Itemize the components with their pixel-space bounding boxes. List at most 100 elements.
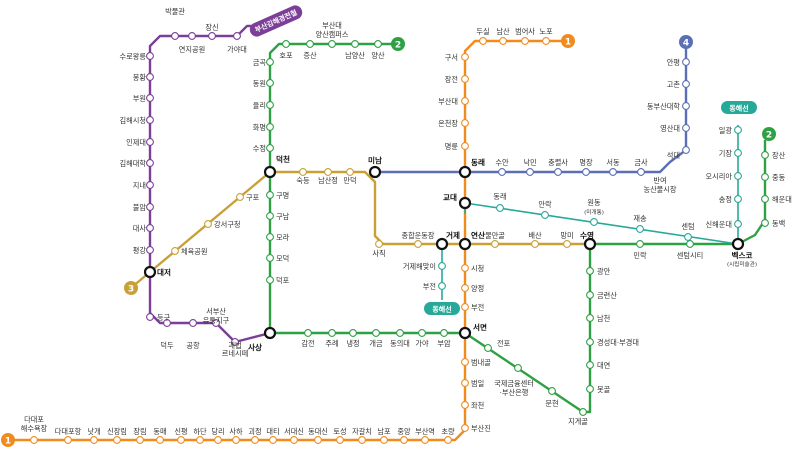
donghae-line-pill-top[interactable]: 동해선: [721, 101, 757, 114]
station-marker-gaya2[interactable]: [418, 329, 426, 337]
station-marker-dongbaek[interactable]: [761, 219, 769, 227]
station-marker-dongbusan[interactable]: [682, 102, 690, 110]
station-marker-mangmi[interactable]: [563, 240, 571, 248]
station-marker-jungang[interactable]: [400, 436, 408, 444]
station-marker-seodaesin[interactable]: [290, 436, 298, 444]
station-marker-nampo[interactable]: [380, 436, 388, 444]
station-marker-buam[interactable]: [440, 329, 448, 337]
station-marker-saha[interactable]: [232, 436, 240, 444]
station-marker-motgol[interactable]: [586, 385, 594, 393]
station-marker-pyeonggang[interactable]: [146, 246, 154, 254]
line3-badge[interactable]: 3: [124, 281, 138, 295]
station-marker-yulli[interactable]: [266, 101, 274, 109]
station-marker-seodong[interactable]: [609, 168, 617, 176]
station-marker-jinae[interactable]: [146, 181, 154, 189]
station-marker-yangjeong[interactable]: [461, 284, 469, 292]
station-marker-dadaepohang[interactable]: [64, 436, 72, 444]
station-marker-busanyeok[interactable]: [421, 436, 429, 444]
station-marker-seomyeon[interactable]: [458, 326, 472, 340]
station-marker-jigegol[interactable]: [579, 408, 587, 416]
station-marker-mora[interactable]: [266, 233, 274, 241]
station-marker-jangjeon[interactable]: [461, 75, 469, 83]
station-marker-wondong1[interactable]: [590, 218, 598, 226]
station-marker-jurye[interactable]: [328, 329, 336, 337]
station-marker-jangsin[interactable]: [208, 32, 216, 40]
station-marker-goejeong[interactable]: [251, 436, 259, 444]
line1-badge-bottom[interactable]: 1: [1, 433, 15, 447]
station-marker-seobusan1[interactable]: [212, 319, 220, 327]
station-marker-yeongsan[interactable]: [682, 124, 690, 132]
station-marker-jangsan[interactable]: [761, 151, 769, 159]
station-marker-modeok[interactable]: [266, 254, 274, 262]
station-marker-gwangan[interactable]: [586, 267, 594, 275]
station-marker-kyungsung[interactable]: [586, 338, 594, 346]
station-marker-jungdong[interactable]: [761, 173, 769, 181]
station-marker-namsanjeong[interactable]: [324, 168, 332, 176]
station-marker-gijang[interactable]: [734, 149, 742, 157]
station-marker-sajik[interactable]: [375, 240, 383, 248]
station-marker-gonghang[interactable]: [189, 319, 197, 327]
station-marker-minam[interactable]: [368, 165, 382, 179]
station-marker-geumsa[interactable]: [637, 168, 645, 176]
station-marker-gimhaeuni[interactable]: [146, 159, 154, 167]
station-marker-geumnyeonsan[interactable]: [586, 291, 594, 299]
station-marker-deokcheon[interactable]: [263, 165, 277, 179]
station-marker-sukdeung[interactable]: [299, 168, 307, 176]
station-marker-sports[interactable]: [414, 240, 422, 248]
station-marker-daejeo[interactable]: [143, 265, 157, 279]
station-marker-jwacheon[interactable]: [461, 401, 469, 409]
station-marker-donghae_st[interactable]: [496, 204, 504, 212]
station-marker-chungnyeolsa[interactable]: [554, 168, 562, 176]
station-marker-mulmangol[interactable]: [491, 240, 499, 248]
station-marker-daesa[interactable]: [146, 224, 154, 232]
station-marker-myeongnyun[interactable]: [461, 142, 469, 150]
station-marker-beomnaegol[interactable]: [461, 358, 469, 366]
station-marker-gamjeon[interactable]: [304, 329, 312, 337]
station-marker-millak[interactable]: [636, 240, 644, 248]
station-marker-nakmin[interactable]: [526, 168, 534, 176]
station-marker-buwon[interactable]: [146, 94, 154, 102]
station-marker-daeti[interactable]: [269, 436, 277, 444]
station-marker-jeonpo[interactable]: [484, 344, 492, 352]
station-marker-songjeong[interactable]: [734, 195, 742, 203]
line2-badge-right[interactable]: 2: [762, 127, 776, 141]
station-marker-haeundae[interactable]: [761, 195, 769, 203]
station-marker-injecheon[interactable]: [146, 138, 154, 146]
station-marker-gumyeong[interactable]: [266, 191, 274, 199]
station-marker-gwaebeop1[interactable]: [231, 338, 239, 346]
station-marker-bujeon_dh[interactable]: [438, 282, 446, 290]
station-marker-suro[interactable]: [146, 52, 154, 60]
station-marker-dongmae[interactable]: [156, 436, 164, 444]
station-marker-cheyuk[interactable]: [171, 247, 179, 255]
station-marker-anpyeong[interactable]: [682, 58, 690, 66]
station-marker-daeyeon[interactable]: [586, 361, 594, 369]
station-marker-jaesong[interactable]: [636, 225, 644, 233]
station-marker-bujeon[interactable]: [461, 303, 469, 311]
station-marker-bongwhang[interactable]: [146, 73, 154, 81]
station-marker-hopo[interactable]: [282, 40, 290, 48]
station-marker-gunam[interactable]: [266, 212, 274, 220]
station-marker-bakmulgwan[interactable]: [171, 32, 179, 40]
station-marker-yeonsan[interactable]: [458, 237, 472, 251]
station-marker-geumgok[interactable]: [266, 58, 274, 66]
station-marker-naengjeong[interactable]: [349, 329, 357, 337]
station-marker-myeongjang[interactable]: [582, 168, 590, 176]
station-marker-nopo[interactable]: [542, 37, 550, 45]
station-marker-mandeok[interactable]: [346, 168, 354, 176]
station-marker-busanjin[interactable]: [461, 424, 469, 432]
station-marker-suyeong[interactable]: [583, 237, 597, 251]
station-marker-jeungsan[interactable]: [306, 40, 314, 48]
station-marker-beomeosa[interactable]: [521, 37, 529, 45]
station-marker-gaya[interactable]: [233, 32, 241, 40]
station-marker-hwamyeong[interactable]: [266, 123, 274, 131]
station-marker-dongeui[interactable]: [396, 329, 404, 337]
station-marker-munhyeon[interactable]: [548, 387, 556, 395]
line2-badge-top[interactable]: 2: [391, 37, 405, 51]
station-marker-centumcity[interactable]: [686, 240, 694, 248]
station-marker-jagalchi[interactable]: [358, 436, 366, 444]
line4-badge[interactable]: 4: [679, 35, 693, 49]
station-marker-namsan[interactable]: [499, 37, 507, 45]
station-marker-centum[interactable]: [684, 233, 692, 241]
station-marker-seokdae[interactable]: [682, 146, 690, 154]
station-marker-geojehaemaji[interactable]: [438, 262, 446, 270]
